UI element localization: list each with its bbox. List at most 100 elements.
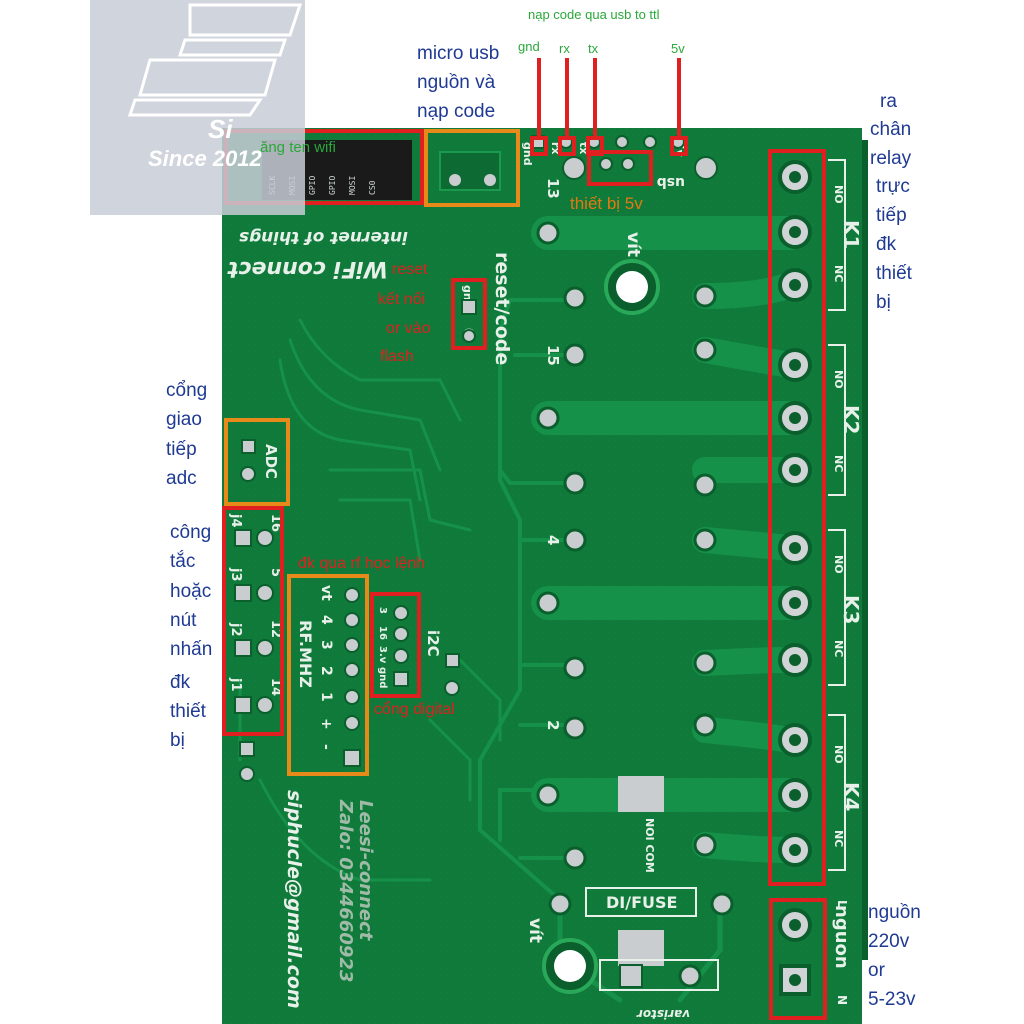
rf-pin-vt: vt (318, 585, 334, 601)
rf-pin-2: 2 (318, 666, 334, 676)
pin-rx-label: rx (559, 41, 570, 56)
power-label-3: or (868, 960, 885, 981)
board-wifi-connect: WiFi connect (227, 256, 388, 281)
switch-label-2: tắc (170, 551, 196, 572)
header-12: 12 (268, 620, 283, 638)
k2-nc: NC (832, 455, 845, 472)
power-label-1: nguồn (868, 902, 921, 923)
logo-since: Since 2012 (148, 146, 262, 171)
switch-label-8: bị (170, 730, 185, 751)
relay-terminals (778, 160, 812, 867)
relay-out-3: relay (870, 148, 912, 169)
relay-out-1: ra (880, 91, 897, 112)
reset-label-2: kết nối (378, 291, 426, 308)
micro-usb-label-1: micro usb (417, 43, 500, 64)
power-terminal (778, 908, 812, 996)
rf-label: đk qua rf học lệnh (298, 555, 426, 572)
rf-header-pads (343, 587, 361, 767)
svg-text:GPIO: GPIO (308, 176, 317, 195)
header-j2: j2 (228, 622, 243, 637)
switch-label-6: đk (170, 672, 191, 693)
micro-usb-label-3: nạp code (417, 101, 496, 122)
rf-pin-3: 3 (318, 640, 334, 650)
pin-13: 13 (544, 178, 562, 199)
power-n: N (835, 995, 849, 1005)
switch-label-1: công (170, 522, 212, 543)
pin-15: 15 (544, 345, 562, 366)
pin-2: 2 (544, 720, 562, 730)
board-email: siphucle@gmail.com (283, 790, 305, 1009)
logo-brand: Si (208, 114, 233, 144)
board-nguon: nguon (831, 905, 852, 969)
micro-usb-label-2: nguồn và (417, 72, 496, 93)
relay-out-8: bị (876, 292, 891, 313)
svg-text:MOSI: MOSI (348, 176, 357, 195)
relay-k1-label: K1 (839, 220, 863, 249)
logo-s-icon (127, 3, 303, 117)
power-label-2: 220v (868, 931, 910, 952)
red-callout-boxes (222, 129, 827, 1020)
logo-watermark (90, 0, 305, 215)
k1-no: NO (832, 185, 845, 204)
relay-out-4: trực (876, 176, 910, 197)
k1-nc: NC (832, 265, 845, 282)
switch-label-7: thiết (170, 701, 206, 722)
switch-label-4: nút (170, 610, 197, 631)
relay-out-5: tiếp (876, 205, 907, 226)
adc-label-1: cổng (166, 380, 208, 401)
k2-no: NO (832, 370, 845, 389)
dig-pin-gnd: gnd (377, 667, 388, 688)
reset-label-1: reset (392, 261, 428, 278)
board-noi-com: NOI COM (643, 818, 656, 873)
svg-text:GPIO: GPIO (328, 176, 337, 195)
k3-nc: NC (832, 640, 845, 657)
adc-label-3: tiếp (166, 439, 197, 460)
svg-text:CS0: CS0 (368, 180, 377, 195)
relay-k4-label: K4 (839, 782, 863, 811)
board-iot: internet of things (239, 227, 408, 247)
dig-pin-3: 3 (377, 607, 388, 614)
board-vit-bottom: vít (525, 918, 545, 943)
rf-pin-plus: + (318, 718, 334, 730)
usb-ttl-title: nạp code qua usb to ttl (528, 7, 660, 22)
header-j3: j3 (228, 567, 243, 582)
orange-callout-boxes (224, 129, 520, 776)
k4-no: NO (832, 745, 845, 764)
relay-out-7: thiết (876, 263, 912, 284)
adc-label-4: adc (166, 468, 197, 489)
k4-nc: NC (832, 830, 845, 847)
digital-label: cổng digital (374, 701, 455, 718)
board-vit-top: vít (623, 232, 643, 257)
board-adc: ADC (262, 444, 280, 479)
board-reset-code: reset/code (491, 252, 513, 365)
device-5v-label: thiết bị 5v (570, 194, 643, 213)
noi-com-pad (618, 776, 664, 812)
pin-gnd-label: gnd (518, 39, 540, 54)
adc-label-2: giao (166, 409, 202, 430)
relay-out-6: đk (876, 234, 897, 255)
board-i2c: i2C (424, 630, 442, 657)
reset-label-4: flash (380, 348, 414, 365)
switch-headers (234, 529, 274, 782)
dig-pin-16: 16 (377, 626, 388, 640)
board-varistor: varistor (636, 1007, 690, 1021)
board-zalo: Zalo: 0344660923 (335, 799, 356, 982)
board-leesi: Leesi-connect (355, 800, 376, 942)
relay-out-2: chân (870, 119, 912, 140)
reset-label-3: or vào (386, 320, 431, 337)
power-label-4: 5-23v (868, 989, 916, 1010)
digital-port-pads (393, 605, 409, 687)
header-j4: j4 (228, 513, 243, 528)
relay-k3-label: K3 (839, 595, 863, 624)
antenna-label: ăng ten wifi (260, 139, 336, 156)
rf-pin-minus: - (318, 744, 334, 750)
board-fuse: DI/FUSE (606, 893, 677, 912)
board-rf-mhz: RF.MHZ (296, 620, 315, 688)
header-14: 14 (268, 678, 283, 696)
switch-label-3: hoặc (170, 581, 212, 602)
fuse-component (585, 887, 697, 917)
dig-pin-3v: 3.v (377, 646, 388, 664)
board-usb: usb (657, 174, 685, 190)
header-16: 16 (268, 514, 283, 532)
